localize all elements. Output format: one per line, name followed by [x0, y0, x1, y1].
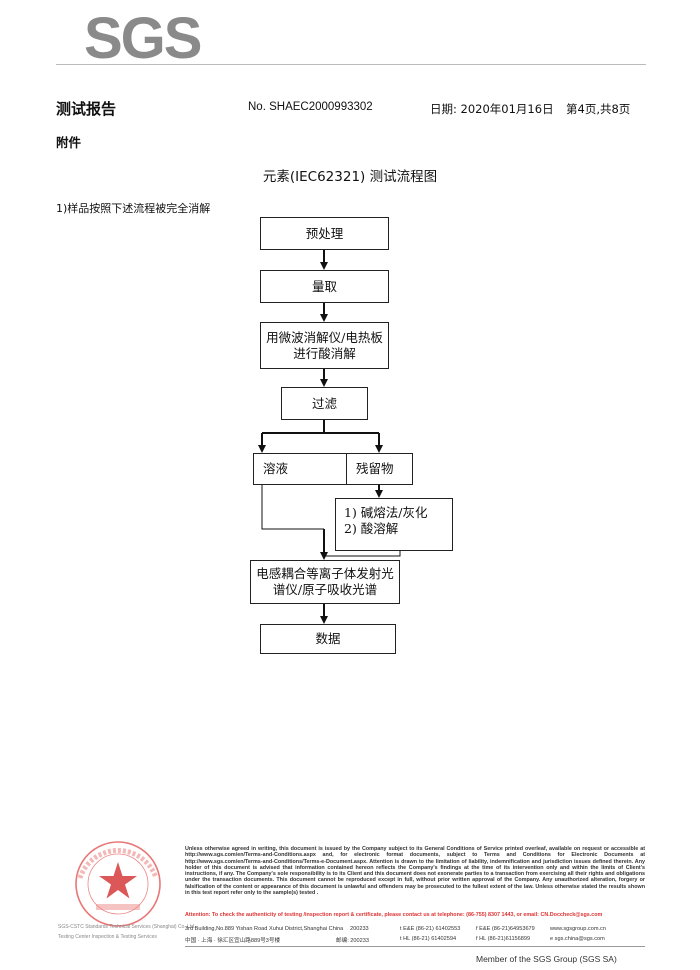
flow-step-digest-line1: 用微波消解仪/电热板: [266, 329, 383, 345]
flow-step-digest-line2: 进行酸消解: [293, 345, 356, 361]
seal-stamp-icon: [75, 841, 161, 927]
company-seal: SGS-CSTC Standards Technical Services (S…: [58, 838, 195, 944]
report-title: 测试报告: [56, 100, 117, 118]
flow-step-analysis-line2: 谱仪/原子吸收光谱: [272, 582, 378, 597]
flow-step-residue-methods: 1) 碱熔法/灰化 2) 酸溶解: [335, 498, 453, 551]
flow-step-residue: 残留物: [346, 453, 413, 485]
page-indicator: 第4页,共8页: [566, 102, 631, 116]
report-number: No. SHAEC2000993302: [248, 101, 373, 113]
flow-step-residue-method2: 2) 酸溶解: [344, 521, 399, 536]
flow-step-digest: 用微波消解仪/电热板 进行酸消解: [260, 322, 389, 369]
flowchart-title: 元素(IEC62321) 测试流程图: [262, 169, 438, 185]
fax-en: f E&E (86-21)64953679: [476, 926, 535, 932]
flow-step-solution-label: 溶液: [263, 461, 289, 476]
seal-caption-center: Testing Center Inspection & Testing Serv…: [58, 934, 157, 940]
postcode-en: 200233: [350, 926, 369, 932]
seal-caption-company: SGS-CSTC Standards Technical Services (S…: [58, 924, 196, 930]
email-link[interactable]: e sgs.china@sgs.com: [550, 936, 605, 942]
flow-step-filter: 过滤: [281, 387, 368, 420]
flow-step-analysis: 电感耦合等离子体发射光 谱仪/原子吸收光谱: [250, 560, 400, 604]
fax-cn: f HL (86-21)61156899: [476, 936, 531, 942]
flow-step-data-label: 数据: [315, 631, 341, 646]
annex-label: 附件: [56, 135, 82, 150]
flow-step-pretreat-label: 预处理: [305, 225, 344, 241]
phone-en: t E&E (86-21) 61402553: [400, 926, 461, 932]
flow-step-weigh-label: 量取: [311, 278, 337, 294]
address-cn: 中国 · 上海 · 徐汇区宜山路889号3号楼: [185, 938, 281, 944]
header-divider: [56, 64, 646, 65]
flow-step-residue-label: 残留物: [356, 461, 394, 476]
flow-step-residue-method1: 1) 碱熔法/灰化: [344, 505, 428, 520]
step-note: 1)样品按照下述流程被完全消解: [56, 202, 211, 215]
connector-methods-merge: [324, 551, 401, 557]
footer-divider: [185, 946, 645, 947]
report-date: 日期: 2020年01月16日: [430, 102, 554, 116]
flow-step-weigh: 量取: [260, 270, 389, 303]
flow-step-analysis-line1: 电感耦合等离子体发射光: [256, 566, 394, 581]
legal-disclaimer: Unless otherwise agreed in writing, this…: [185, 846, 645, 897]
website-link[interactable]: www.sgsgroup.com.cn: [550, 926, 606, 932]
authenticity-notice: Attention: To check the authenticity of …: [185, 912, 603, 918]
flow-step-pretreat: 预处理: [260, 217, 389, 250]
phone-cn: t HL (86-21) 61402594: [400, 936, 457, 942]
group-membership: Member of the SGS Group (SGS SA): [476, 954, 617, 964]
address-en: 3rd Building,No.889 Yishan Road Xuhui Di…: [185, 926, 344, 932]
postcode-cn: 邮编: 200233: [336, 938, 369, 944]
sgs-logo: SGS: [84, 6, 203, 71]
flow-step-filter-label: 过滤: [311, 395, 337, 411]
connector-solution-merge: [261, 485, 324, 530]
flow-step-data: 数据: [260, 624, 396, 654]
